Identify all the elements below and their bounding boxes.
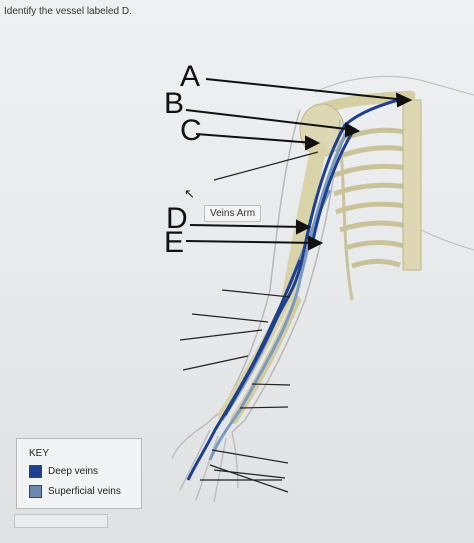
- label-d: D: [166, 202, 188, 235]
- key-legend: KEY Deep veins Superficial veins: [16, 438, 142, 509]
- label-c: C: [180, 114, 202, 147]
- sternum: [402, 99, 422, 271]
- hand: [171, 424, 239, 503]
- label-b: B: [164, 87, 184, 120]
- label-e: E: [164, 226, 184, 259]
- leader-line-e: [185, 240, 319, 244]
- mouse-pointer-icon: ↖: [184, 186, 195, 201]
- leader-line-c: [195, 133, 315, 144]
- leader-line-a: [205, 78, 407, 101]
- key-item-deep-veins: Deep veins: [29, 465, 98, 478]
- superficial-veins-swatch: [29, 485, 42, 498]
- answer-input[interactable]: [14, 514, 108, 528]
- question-text: Identify the vessel labeled D.: [4, 6, 132, 17]
- deep-veins: [186, 96, 406, 481]
- hover-tooltip: Veins Arm: [204, 205, 262, 222]
- key-title: KEY: [29, 448, 50, 459]
- key-label-superficial-veins: Superficial veins: [48, 486, 121, 497]
- key-label-deep-veins: Deep veins: [48, 466, 99, 477]
- leader-line-d: [189, 224, 307, 228]
- leader-lines: [185, 78, 407, 244]
- key-item-superficial-veins: Superficial veins: [29, 485, 121, 498]
- unlabeled-pointers: [179, 151, 319, 493]
- label-a: A: [180, 60, 200, 93]
- leader-line-b: [185, 109, 356, 131]
- deep-veins-swatch: [29, 465, 42, 478]
